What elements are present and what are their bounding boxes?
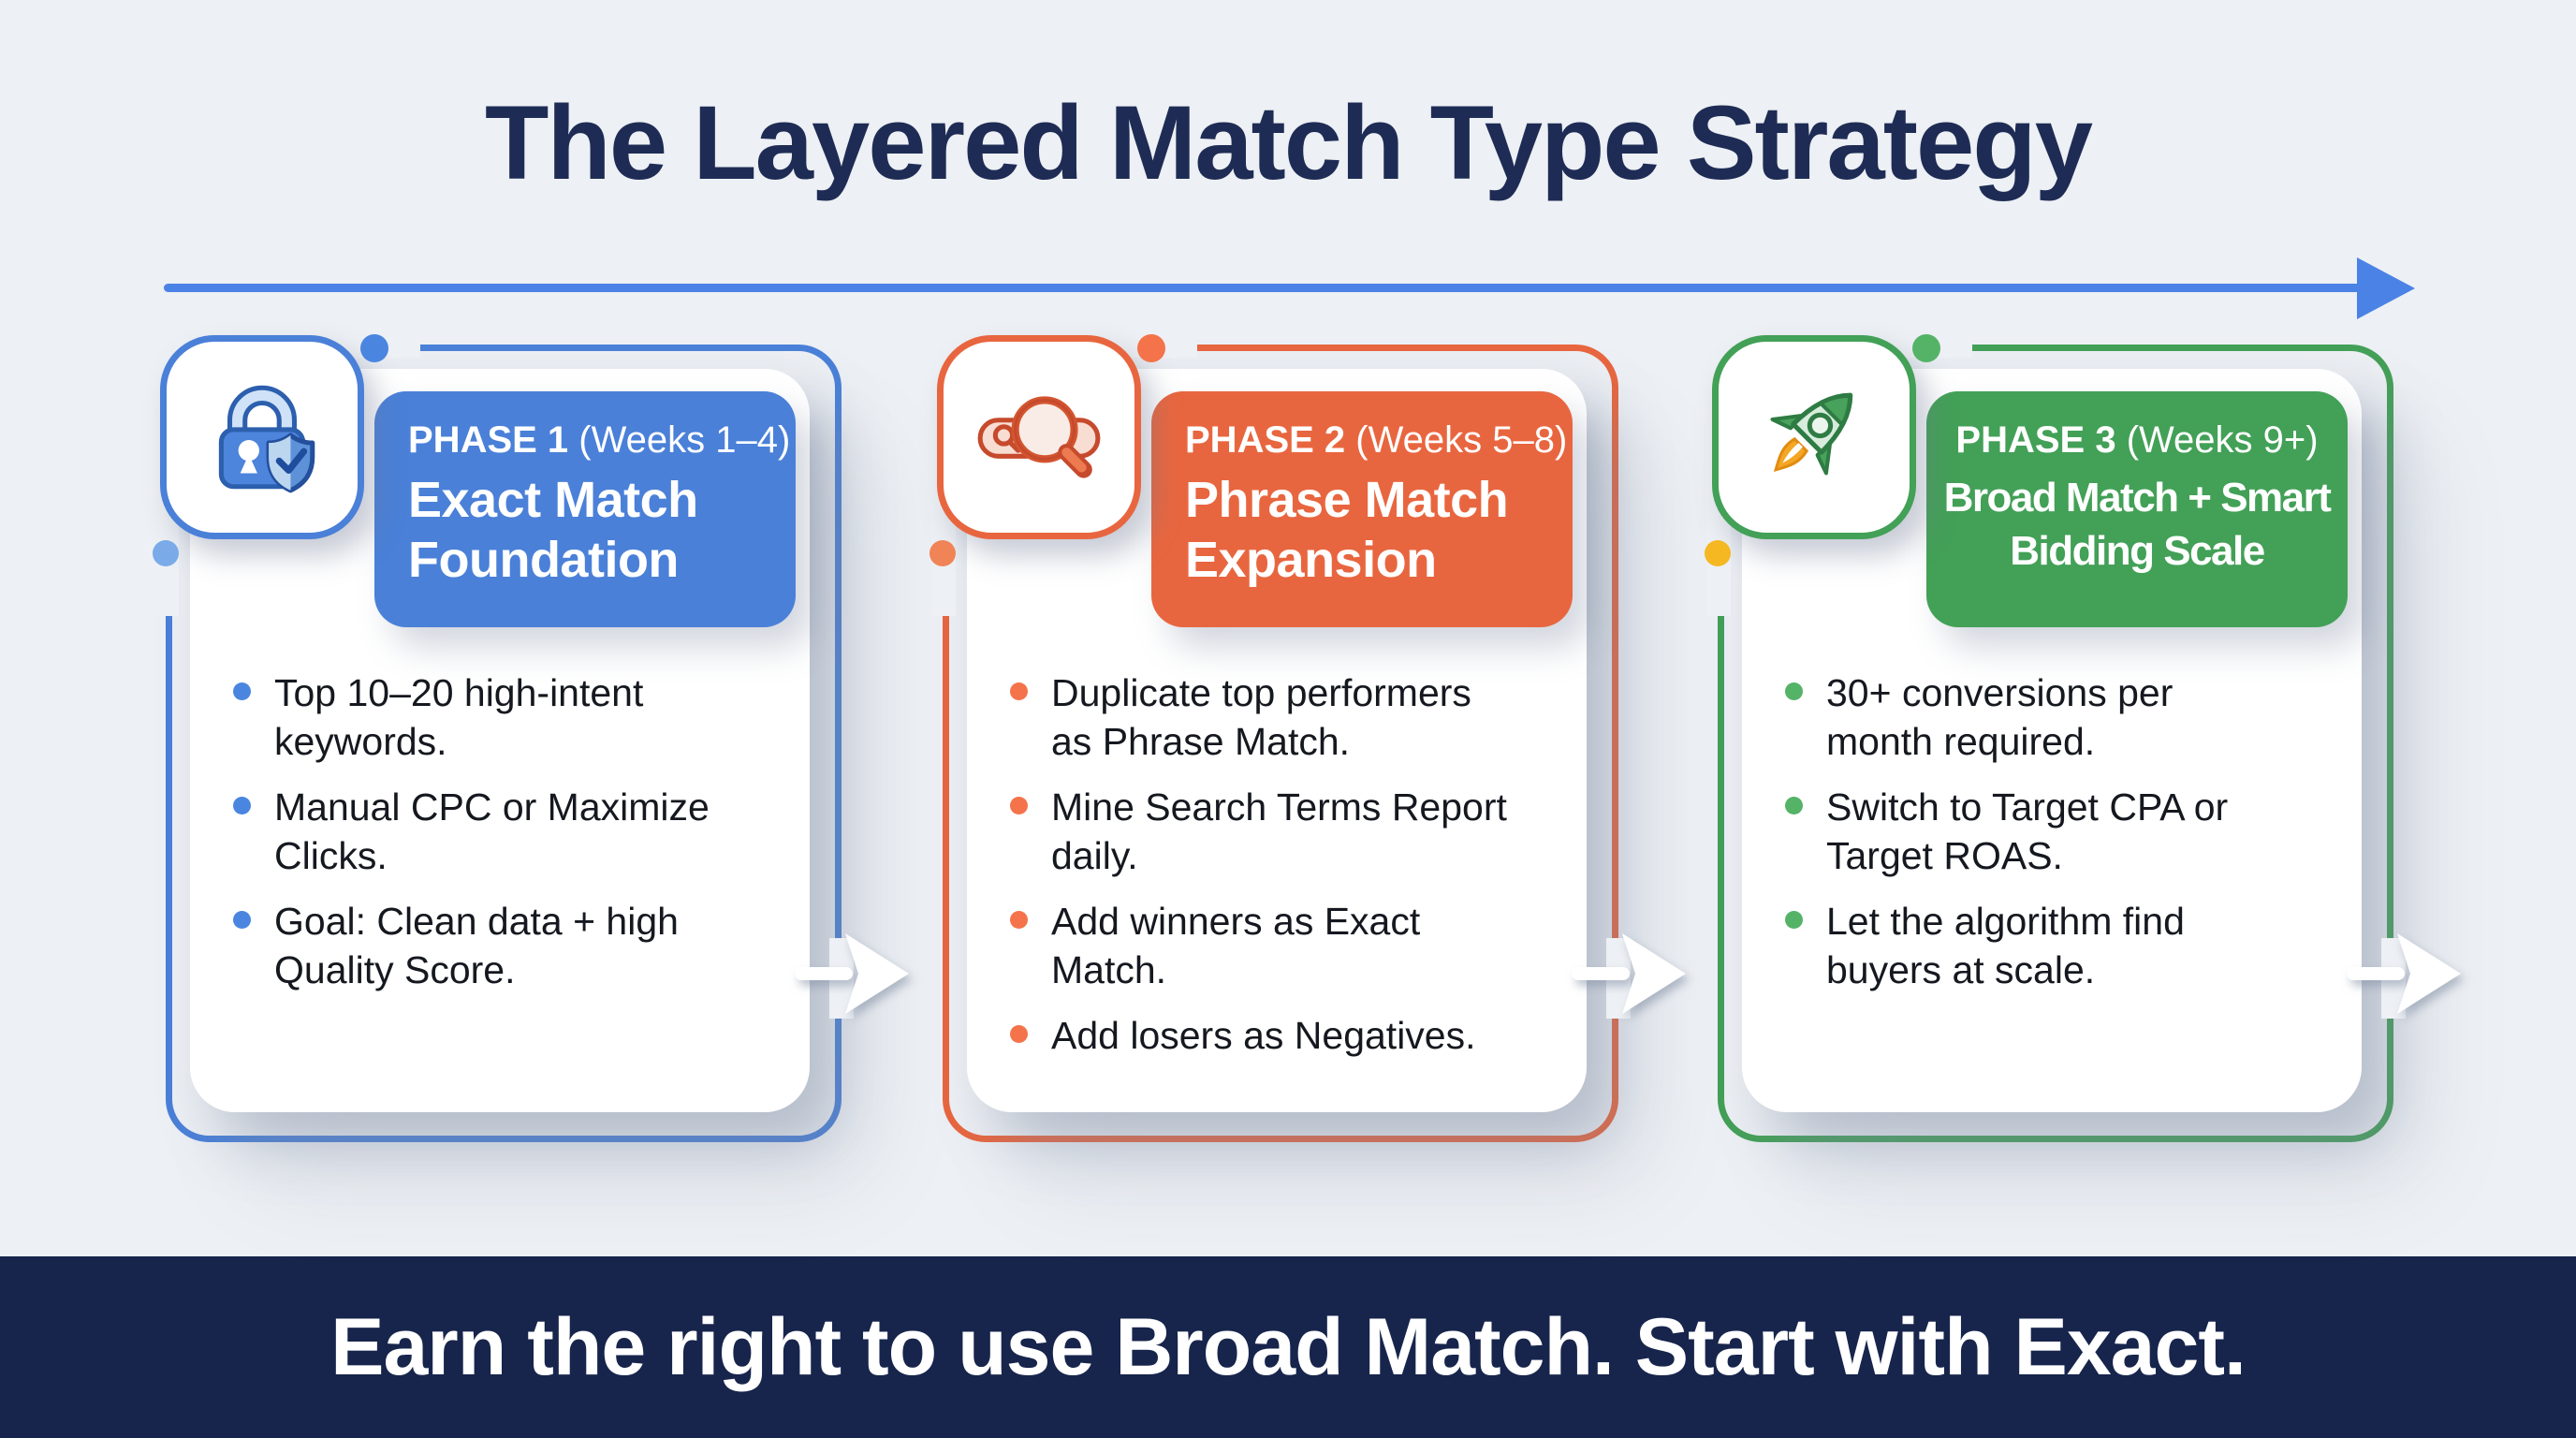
phase-1-label-line: PHASE 1 (Weeks 1–4) (408, 419, 796, 462)
next-phase-arrow-icon (1572, 933, 1686, 1014)
rocket-icon (1770, 392, 1853, 476)
phase-1-card: PHASE 1 (Weeks 1–4) Exact Match Foundati… (153, 333, 909, 1142)
bullet-item: Manual CPC or Maximize Clicks. (231, 783, 733, 880)
bullet-item: Duplicate top performers as Phrase Match… (1008, 668, 1510, 766)
phase-1-icon-tile (160, 335, 364, 539)
phase-3-icon-tile (1712, 335, 1916, 539)
phase-2-card-border (943, 345, 1618, 1142)
phase-2-label-line: PHASE 2 (Weeks 5–8) (1185, 419, 1573, 462)
phase-1-side-dot (153, 540, 179, 566)
next-phase-arrow-icon (2347, 933, 2461, 1014)
phase-1-top-dot (360, 334, 388, 362)
phase-1-label: PHASE 1 (408, 419, 569, 461)
phase-1-card-border (166, 345, 842, 1142)
phase-3-bullet-list: 30+ conversions per month required. Swit… (1783, 668, 2285, 1011)
phase-3-label: PHASE 3 (1955, 419, 2116, 461)
phase-3-card: PHASE 3 (Weeks 9+) Broad Match + Smart B… (1705, 333, 2461, 1142)
bullet-item: Mine Search Terms Report daily. (1008, 783, 1510, 880)
bottom-banner-text: Earn the right to use Broad Match. Start… (330, 1301, 2247, 1392)
phase-2-icon-tile (937, 335, 1141, 539)
phase-3-header: PHASE 3 (Weeks 9+) Broad Match + Smart B… (1926, 391, 2348, 627)
page-title: The Layered Match Type Strategy (485, 84, 2093, 201)
phase-2-bullet-list: Duplicate top performers as Phrase Match… (1008, 668, 1510, 1077)
bullet-item: Switch to Target CPA or Target ROAS. (1783, 783, 2285, 880)
phase-3-title: Broad Match + Smart Bidding Scale (1943, 475, 2332, 575)
phase-3-weeks: (Weeks 9+) (2126, 419, 2319, 461)
phase-2-header: PHASE 2 (Weeks 5–8) Phrase Match Expansi… (1151, 391, 1573, 627)
phase-2-card: PHASE 2 (Weeks 5–8) Phrase Match Expansi… (929, 333, 1686, 1142)
next-phase-arrow-icon (795, 933, 909, 1014)
phase-2-top-dot (1137, 334, 1165, 362)
lock-shield-icon (218, 385, 315, 493)
bullet-item: 30+ conversions per month required. (1783, 668, 2285, 766)
phase-1-title: Exact Match Foundation (408, 472, 698, 588)
phase-1-weeks: (Weeks 1–4) (578, 419, 791, 461)
bullet-item: Add winners as Exact Match. (1008, 897, 1510, 994)
phase-2-side-dot (929, 540, 956, 566)
phase-2-weeks: (Weeks 5–8) (1355, 419, 1568, 461)
phase-3-card-border (1718, 345, 2393, 1142)
phase-2-label: PHASE 2 (1185, 419, 1346, 461)
phase-3-label-line: PHASE 3 (Weeks 9+) (1932, 419, 2342, 462)
phase-3-side-dot (1705, 540, 1731, 566)
phase-1-header: PHASE 1 (Weeks 1–4) Exact Match Foundati… (374, 391, 796, 627)
timeline-arrow (164, 284, 2364, 292)
search-bar-magnifier-icon (977, 396, 1101, 478)
bullet-item: Let the algorithm find buyers at scale. (1783, 897, 2285, 994)
bullet-item: Top 10–20 high-intent keywords. (231, 668, 733, 766)
bullet-item: Goal: Clean data + high Quality Score. (231, 897, 733, 994)
phase-2-title: Phrase Match Expansion (1185, 472, 1509, 588)
bottom-banner: Earn the right to use Broad Match. Start… (0, 1256, 2576, 1438)
phase-3-top-dot (1912, 334, 1940, 362)
bullet-item: Add losers as Negatives. (1008, 1011, 1510, 1060)
phase-1-bullet-list: Top 10–20 high-intent keywords. Manual C… (231, 668, 733, 1011)
timeline-arrowhead-icon (2357, 257, 2415, 319)
